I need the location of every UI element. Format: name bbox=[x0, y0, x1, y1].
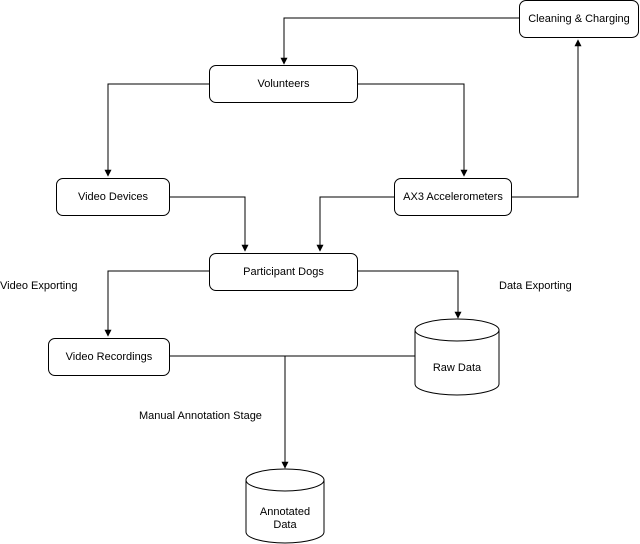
node-cleaning-charging-label: Cleaning & Charging bbox=[528, 12, 630, 25]
edge-video-devices-to-dogs bbox=[170, 196, 249, 252]
edge-label-data-exporting: Data Exporting bbox=[499, 280, 572, 292]
node-video-recordings-label: Video Recordings bbox=[65, 350, 153, 363]
edge-dogs-to-video-recordings bbox=[104, 270, 209, 337]
edge-ax3-to-cleaning bbox=[512, 39, 582, 198]
edge-cleaning-to-volunteers bbox=[280, 17, 519, 65]
node-cleaning-charging: Cleaning & Charging bbox=[519, 0, 639, 38]
edge-volunteers-to-video-devices bbox=[104, 83, 209, 177]
raw-data-cylinder bbox=[414, 318, 500, 396]
edge-label-manual-annotation-stage: Manual Annotation Stage bbox=[139, 410, 262, 422]
edge-dogs-to-raw-data bbox=[358, 270, 462, 319]
edge-label-video-exporting: Video Exporting bbox=[0, 280, 78, 292]
node-volunteers-label: Volunteers bbox=[257, 77, 310, 90]
node-volunteers: Volunteers bbox=[209, 65, 358, 103]
node-ax3-accelerometers: AX3 Accelerometers bbox=[394, 178, 512, 216]
edge-ax3-to-dogs bbox=[316, 196, 394, 252]
node-video-recordings: Video Recordings bbox=[48, 338, 170, 376]
node-participant-dogs: Participant Dogs bbox=[209, 253, 358, 291]
node-annotated-data-label: Annotated Data bbox=[259, 506, 311, 531]
node-raw-data-label: Raw Data bbox=[432, 362, 482, 374]
node-participant-dogs-label: Participant Dogs bbox=[243, 265, 324, 278]
annotated-data-cylinder bbox=[245, 468, 325, 544]
edge-volunteers-to-ax3 bbox=[358, 83, 468, 177]
node-video-devices-label: Video Devices bbox=[77, 190, 149, 203]
node-video-devices: Video Devices bbox=[56, 178, 170, 216]
node-ax3-accelerometers-label: AX3 Accelerometers bbox=[403, 190, 503, 203]
